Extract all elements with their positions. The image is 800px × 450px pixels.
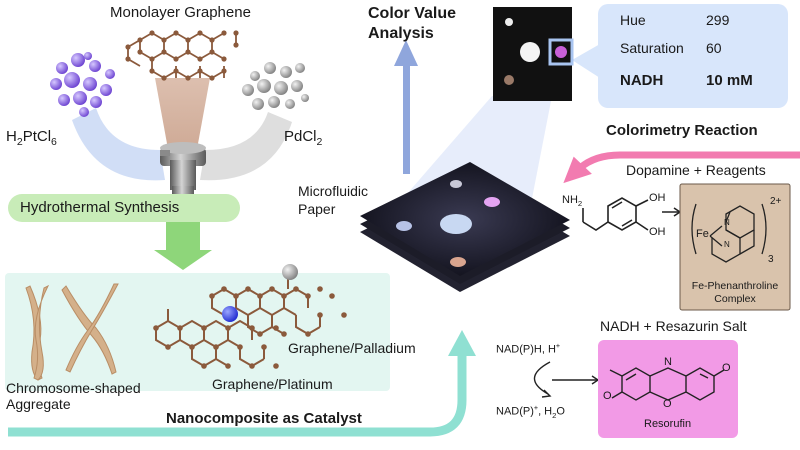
hue-label: Hue <box>620 12 646 28</box>
nh2-sub: 2 <box>577 199 583 209</box>
catalyst-title: Nanocomposite as Catalyst <box>166 410 362 427</box>
complex-name: Fe-Phenanthroline Complex <box>682 280 788 306</box>
device-label: Microfluidic Paper <box>298 182 368 218</box>
saturation-value: 60 <box>706 40 722 56</box>
hydrothermal-arrow <box>8 194 240 270</box>
pd-precursor-base: PdCl <box>284 128 317 145</box>
complex-charge: 2+ <box>770 196 782 207</box>
pt-atom <box>222 306 238 322</box>
analysis-title-line1: Color Value <box>368 5 457 22</box>
analysis-panel-bg <box>598 4 788 108</box>
aggregate-label-line1: Chromosome-shaped <box>6 380 141 396</box>
complex-name-line2: Complex <box>714 293 756 305</box>
catalyst-arrow <box>8 352 467 437</box>
microfluidic-paper <box>360 162 570 292</box>
pd-precursor-sub: 2 <box>316 136 323 148</box>
resorufin-o-left: O <box>603 390 612 402</box>
oh-bottom-label: OH <box>649 226 666 238</box>
resorufin-n: N <box>664 356 672 368</box>
device-label-line1: Microfluidic <box>298 183 369 199</box>
catalyst-atoms <box>153 286 347 369</box>
hydrothermal-label: Hydrothermal Synthesis <box>20 199 180 216</box>
chromosome-aggregate-1 <box>25 284 50 381</box>
nadph-top-base: NAD(P)H, H <box>496 343 556 356</box>
nadph-bottom-label: NAD(P)+, H2O <box>496 404 565 420</box>
nadph-arrows <box>533 361 600 398</box>
resorufin-label: Resorufin <box>644 418 692 430</box>
pt-precursor-sub1: 2 <box>16 136 23 148</box>
pd-atom <box>282 264 298 280</box>
catalyst-arrowhead <box>448 330 476 356</box>
nadph-bottom-base: NAD(P) <box>496 405 534 418</box>
colorimetry-arrow <box>563 151 800 184</box>
dopamine-label: Dopamine + Reagents <box>626 162 766 178</box>
n-symbol-2: N <box>724 240 730 249</box>
resorufin-o-right: O <box>722 362 731 374</box>
paper-photo <box>493 7 574 101</box>
panel-connector <box>572 44 600 78</box>
pt-funnel-arm <box>72 108 165 181</box>
n-symbol-1: N <box>724 218 730 227</box>
nh2-base: NH <box>562 194 578 206</box>
synthesis-region <box>8 30 309 270</box>
analysis-title: Color Value Analysis <box>368 4 456 44</box>
resorufin-box <box>598 340 738 438</box>
graphene-sheet <box>127 31 237 80</box>
nadph-bottom-sup: + <box>533 404 539 412</box>
chromosome-aggregate-2 <box>61 283 119 375</box>
pt-precursor-h: H <box>6 128 17 145</box>
fe-symbol: Fe <box>696 228 709 240</box>
complex-name-line1: Fe-Phenanthroline <box>691 280 779 292</box>
graphene-pt-label: Graphene/Platinum <box>212 376 333 392</box>
pt-precursor-mid: PtCl <box>22 128 52 145</box>
analyte-value: 10 mM <box>706 72 753 89</box>
pd-precursor-label: PdCl2 <box>284 128 322 148</box>
graphene-label: Monolayer Graphene <box>110 4 251 21</box>
pd-funnel-arm <box>200 112 292 181</box>
pt-precursor-label: H2PtCl6 <box>6 128 57 148</box>
pt-precursor-cluster <box>50 52 115 117</box>
graphene-beam <box>155 78 210 160</box>
nadph-bottom-end: O <box>556 405 565 418</box>
nadh-resazurin-label: NADH + Resazurin Salt <box>600 318 747 334</box>
hue-value: 299 <box>706 12 730 28</box>
analyte-label: NADH <box>620 72 664 89</box>
nh2-label: NH2 <box>562 194 582 208</box>
catalyst-panel <box>5 264 390 391</box>
dopamine-structure <box>582 197 681 231</box>
fe-complex-box <box>679 183 791 311</box>
complex-count: 3 <box>768 254 774 265</box>
pd-precursor-cluster <box>242 62 309 110</box>
device-label-line2: Paper <box>298 201 336 217</box>
oh-top-label: OH <box>649 192 666 204</box>
blue-up-arrow <box>394 40 418 174</box>
analysis-title-line2: Analysis <box>368 25 434 42</box>
colorimetry-title: Colorimetry Reaction <box>606 122 758 139</box>
aggregate-label-line2: Aggregate <box>6 396 71 412</box>
graphene-atoms <box>125 30 239 81</box>
resorufin-o-bridge: O <box>663 398 672 410</box>
nadph-top-sup: + <box>555 342 561 350</box>
graphene-pd-label: Graphene/Palladium <box>288 340 416 356</box>
nadph-top-label: NAD(P)H, H+ <box>496 342 560 356</box>
nadph-bottom-sub: 2 <box>552 410 557 420</box>
pt-precursor-sub2: 6 <box>51 136 57 148</box>
nadph-bottom-rest: , H <box>538 405 553 418</box>
saturation-label: Saturation <box>620 40 684 56</box>
aggregate-label: Chromosome-shaped Aggregate <box>6 380 141 412</box>
